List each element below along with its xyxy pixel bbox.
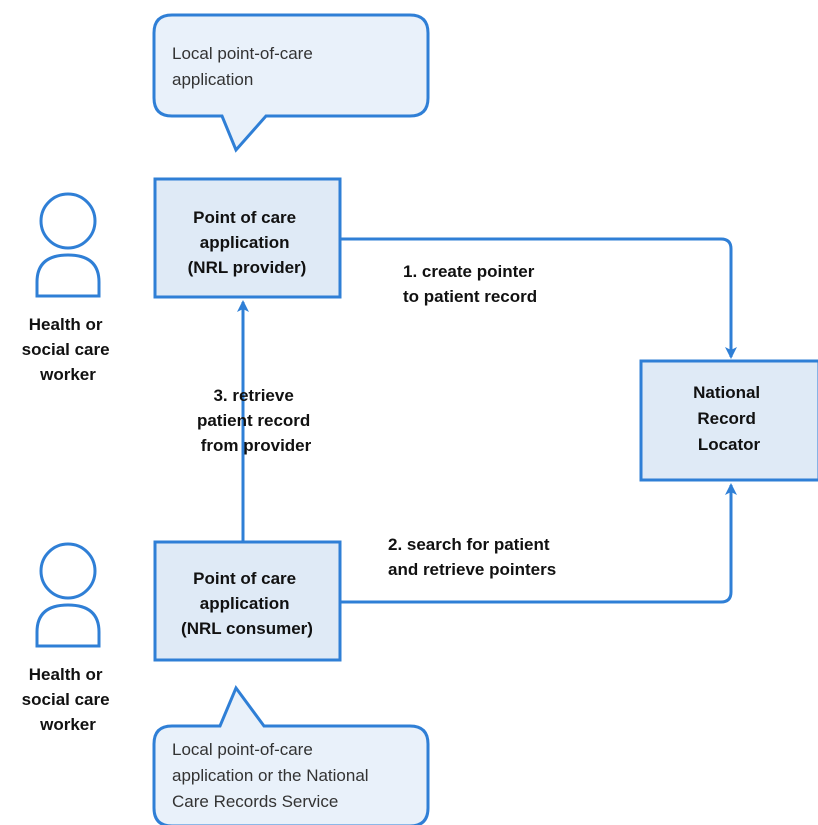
callout-top: Local point-of-care application xyxy=(152,13,430,153)
callout-bottom: Local point-of-care application or the N… xyxy=(152,684,430,825)
callout-top-text: Local point-of-care application xyxy=(172,44,318,89)
nrl-box-label: National Record Locator xyxy=(693,383,765,454)
consumer-app-box: Point of care application (NRL consumer) xyxy=(153,540,342,662)
edge-create-pointer xyxy=(340,237,737,359)
provider-app-box: Point of care application (NRL provider) xyxy=(153,177,342,299)
provider-app-box-rect xyxy=(153,177,342,299)
callout-bottom-shape xyxy=(152,684,430,825)
edge-retrieve-record-label: 3. retrieve patient record from provider xyxy=(197,386,315,455)
person-icon xyxy=(35,542,101,648)
edge-create-pointer-label: 1. create pointer to patient record xyxy=(403,262,539,306)
actor-top-label: Health or social care worker xyxy=(22,315,115,384)
provider-app-box-label: Point of care application (NRL provider) xyxy=(188,208,307,277)
edge-search-patient-label: 2. search for patient and retrieve point… xyxy=(388,535,556,579)
callout-top-shape xyxy=(152,13,430,153)
consumer-app-box-label: Point of care application (NRL consumer) xyxy=(181,569,313,638)
nrl-box: National Record Locator xyxy=(639,359,818,482)
nrl-box-rect xyxy=(639,359,818,482)
edge-search-patient xyxy=(340,483,737,604)
callout-bottom-text: Local point-of-care application or the N… xyxy=(172,740,373,811)
person-icon xyxy=(35,192,101,298)
actor-bottom-label: Health or social care worker xyxy=(22,665,115,734)
